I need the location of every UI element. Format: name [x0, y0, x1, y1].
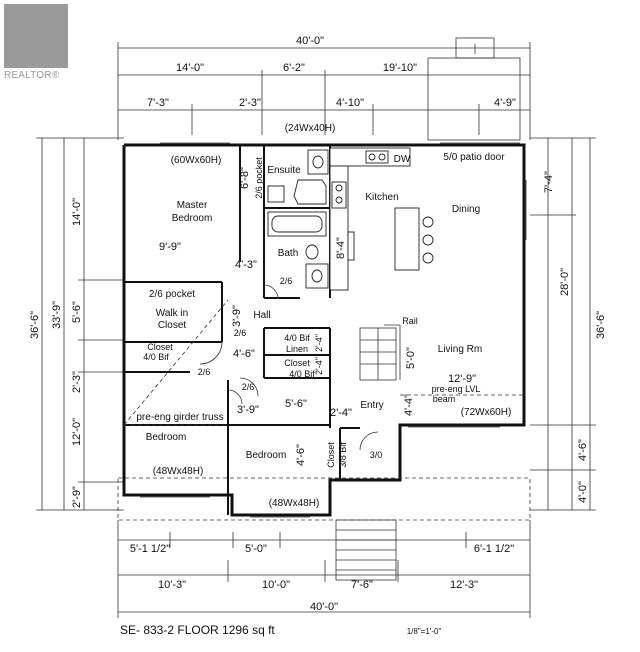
dim-left-inner-2: 2'-3": [71, 371, 83, 393]
window-master: (60Wx60H): [171, 155, 222, 166]
side-dimension-lines: [36, 137, 596, 511]
note-pocket-horizontal: 2/6 pocket: [149, 289, 195, 300]
dim-left-inner-4: 2'-9": [71, 486, 83, 508]
footer-caption: SE- 833-2 FLOOR 1296 sq ft: [120, 623, 275, 637]
room-closet: Closet: [284, 358, 310, 368]
note-patio-door: 5/0 patio door: [443, 152, 505, 163]
room-entry: Entry: [360, 400, 383, 411]
note-dim-2-4b: 2'-4": [314, 357, 324, 375]
note-dim-4-3: 4'-3": [235, 259, 257, 271]
room-master-dim: 9'-9": [159, 241, 181, 253]
dim-bottom-first-2: 6'-1 1/2": [474, 543, 514, 555]
note-dim-5-0: 5'-0": [405, 347, 417, 369]
note-girder: pre-eng girder truss: [136, 412, 223, 423]
dim-bottom-second-0: 10'-3": [158, 579, 186, 591]
room-linen-2: Linen: [286, 344, 308, 354]
dim-top-2: 19'-10": [383, 62, 417, 74]
room-closet-left-bif: 4/0 Bif: [143, 352, 169, 362]
room-walkin-1: Walk in: [156, 308, 188, 319]
note-dim-2-4a: 2'-4": [314, 334, 324, 352]
room-ensuite: Ensuite: [267, 165, 301, 176]
dim-overall-top: 40'-0": [296, 35, 324, 47]
dim-left-inner-3: 12'-0": [71, 418, 83, 446]
note-dim-6-8: 6'-8": [239, 167, 251, 189]
footer-scale: 1/8"=1'-0": [407, 627, 442, 636]
note-dim-4-6b: 4'-6": [295, 444, 307, 466]
note-dim-3-9: 3'-9": [231, 305, 243, 327]
room-master-bedroom: Bedroom: [172, 213, 213, 224]
room-walkin-2: Closet: [158, 320, 187, 331]
note-pocket-vertical: 2/6 pocket: [254, 157, 264, 199]
note-dim-4-6: 4'-6": [233, 348, 255, 360]
note-door-2-6a: 2/6: [234, 328, 247, 338]
room-living-dim: 12'-9": [448, 373, 476, 385]
room-bedroom-left: Bedroom: [146, 432, 187, 443]
note-dim-3-9b: 3'-9": [237, 404, 259, 416]
note-dw: DW: [394, 154, 411, 165]
dim-second-2: 4'-10": [336, 97, 364, 109]
dim-right-outer: 36'-6": [595, 311, 607, 339]
top-dimension-lines: [117, 37, 531, 141]
note-rail: Rail: [402, 316, 418, 326]
dim-left-mid: 33'-9": [51, 301, 63, 329]
room-bath: Bath: [278, 248, 299, 259]
note-door-2-6d: 2/6: [242, 382, 255, 392]
dim-bottom-first-0: 5'-1 1/2": [130, 543, 170, 555]
realtor-logo-mark: [4, 4, 68, 68]
dim-top-1: 6'-2": [283, 62, 305, 74]
dimension-labels: 40'-0" 14'-0" 6'-2" 19'-10" 7'-3" 2'-3" …: [29, 35, 607, 613]
plan-notes: 5/0 patio door DW 2/6 pocket 2/6 pocket …: [136, 152, 505, 466]
room-closet-left: Closet: [147, 342, 173, 352]
dim-left-outer: 36'-6": [29, 311, 41, 339]
room-dining: Dining: [452, 204, 480, 215]
room-master: Master: [177, 200, 208, 211]
room-closet-bif: 4/0 Bif: [289, 369, 315, 379]
note-beam-1: pre-eng LVL: [432, 384, 481, 394]
dim-right-mid: 28'-0": [559, 268, 571, 296]
bottom-dimension-lines: [117, 520, 531, 618]
dim-second-0: 7'-3": [147, 97, 169, 109]
dim-left-inner-0: 14'-0": [71, 198, 83, 226]
dim-right-inner-1: 4'-6": [577, 439, 589, 461]
dim-bottom-first-1: 5'-0": [245, 543, 267, 555]
note-door-2-6c: 2/6: [198, 367, 211, 377]
note-dim-5-6: 5'-6": [285, 398, 307, 410]
exterior-walls: [117, 143, 531, 521]
room-closet-entry-b: 3/8 Bif: [338, 442, 348, 468]
window-living: (72Wx60H): [461, 407, 512, 418]
room-labels: (60Wx60H) (24Wx40H) Master Bedroom 9'-9"…: [143, 123, 511, 509]
room-living: Living Rm: [438, 344, 482, 355]
note-dim-8-4: 8'-4": [335, 237, 347, 259]
note-dim-4-4: 4'-4": [403, 394, 415, 416]
fixtures: [123, 142, 527, 581]
room-linen-1: 4/0 Bif: [284, 333, 310, 343]
dim-bottom-second-3: 12'-3": [450, 579, 478, 591]
dim-bottom-second-2: 7'-6": [351, 579, 373, 591]
note-door-2-6b: 2/6: [280, 276, 293, 286]
plan-footer: SE- 833-2 FLOOR 1296 sq ft 1/8"=1'-0": [120, 623, 441, 637]
dim-second-1: 2'-3": [239, 97, 261, 109]
dim-bottom-second-1: 10'-0": [262, 579, 290, 591]
room-closet-entry-a: Closet: [326, 442, 336, 468]
dim-overall-bottom: 40'-0": [310, 601, 338, 613]
realtor-logo-text: REALTOR®: [4, 70, 60, 81]
window-bed-left: (48Wx48H): [153, 466, 204, 477]
window-ensuite: (24Wx40H): [285, 123, 336, 134]
dim-second-3: 4'-9": [494, 97, 516, 109]
room-kitchen: Kitchen: [365, 192, 398, 203]
note-dim-2-4c: 2'-4": [330, 407, 352, 419]
window-bed-right: (48Wx48H): [269, 498, 320, 509]
dim-right-inner-2: 4'-0": [577, 481, 589, 503]
note-door-3-0: 3/0: [370, 450, 383, 460]
realtor-logo: REALTOR®: [4, 4, 72, 90]
dim-top-0: 14'-0": [176, 62, 204, 74]
room-bedroom-right: Bedroom: [246, 450, 287, 461]
dim-right-inner-0: 7'-4": [543, 171, 555, 193]
room-hall: Hall: [253, 310, 270, 321]
dim-left-inner-1: 5'-6": [71, 301, 83, 323]
note-beam-2: beam: [433, 394, 456, 404]
